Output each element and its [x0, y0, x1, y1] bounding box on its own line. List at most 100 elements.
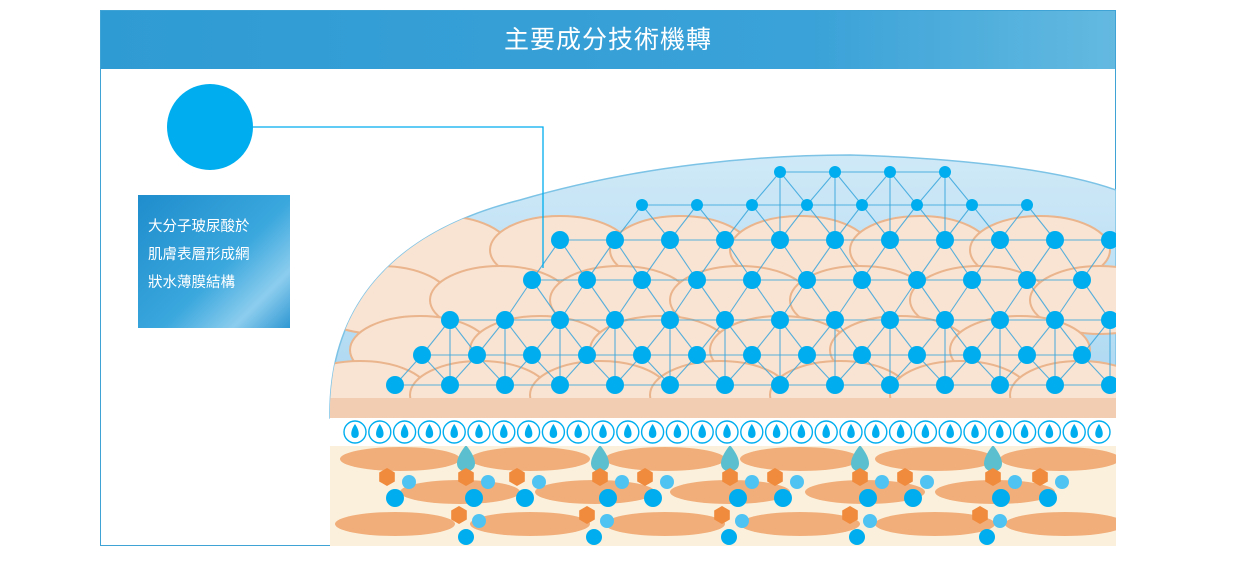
skin-cell: [670, 480, 790, 504]
molecule-bubble: [472, 514, 486, 528]
hexagon-molecule-icon: [767, 468, 783, 486]
hexagon-molecule-icon: [985, 468, 1001, 486]
hyaluronic-acid-node: [936, 376, 954, 394]
hyaluronic-acid-molecule-icon: [167, 84, 253, 170]
skin-cell: [605, 447, 725, 471]
water-droplet-icon: [640, 420, 665, 444]
water-droplet-icon: [1087, 420, 1111, 444]
title-bar: 主要成分技術機轉: [101, 11, 1115, 69]
molecule-bubble: [863, 514, 877, 528]
water-droplet-icon: [467, 420, 491, 444]
hyaluronic-acid-node: [826, 231, 844, 249]
epidermis-cell: [1029, 265, 1116, 335]
skin-cells: [335, 445, 1116, 545]
water-droplet-icon: [516, 420, 541, 444]
water-droplet-icon: [888, 420, 913, 444]
molecule-bubble: [993, 514, 1007, 528]
hyaluronic-acid-node: [551, 376, 569, 394]
hexagon-molecule-icon: [637, 468, 653, 486]
callout-line-3: 狀水薄膜結構: [148, 275, 235, 291]
water-droplet-icon: [591, 420, 615, 444]
hyaluronic-acid-node: [908, 346, 926, 364]
hyaluronic-acid-node: [746, 199, 758, 211]
hyaluronic-acid-node: [771, 376, 789, 394]
hyaluronic-acid-node: [881, 311, 899, 329]
hyaluronic-acid-node: [798, 346, 816, 364]
water-droplet-icon: [814, 420, 838, 444]
water-droplet-icon: [368, 420, 392, 444]
hyaluronic-acid-node: [413, 346, 431, 364]
water-droplet-icon: [963, 420, 987, 444]
hexagon-molecule-icon: [842, 506, 858, 524]
skin-cell: [535, 480, 655, 504]
hyaluronic-acid-node: [688, 346, 706, 364]
hyaluronic-acid-node: [578, 271, 596, 289]
skin-cell: [875, 512, 995, 536]
skin-cell: [400, 480, 520, 504]
mesh-link: [751, 171, 781, 206]
water-droplet-icon: [789, 420, 814, 444]
hyaluronic-acid-node: [551, 311, 569, 329]
molecule-bubble: [615, 475, 629, 489]
hyaluronic-acid-node: [523, 346, 541, 364]
hyaluronic-acid-node: [991, 376, 1009, 394]
hyaluronic-acid-node: [633, 271, 651, 289]
hyaluronic-acid-node: [798, 271, 816, 289]
molecule-bubble: [600, 514, 614, 528]
hyaluronic-acid-node: [939, 166, 951, 178]
molecule-bubble: [859, 489, 877, 507]
mesh-link: [861, 171, 891, 206]
water-droplet-icon: [839, 420, 863, 444]
hyaluronic-acid-node: [688, 271, 706, 289]
molecule-bubble: [904, 489, 922, 507]
skin-cell: [470, 512, 590, 536]
molecule-bubble: [586, 529, 602, 545]
hexagon-molecule-icon: [1032, 468, 1048, 486]
hyaluronic-acid-node: [1018, 346, 1036, 364]
molecule-bubble: [386, 489, 404, 507]
hyaluronic-acid-node: [1018, 271, 1036, 289]
hyaluronic-acid-node: [716, 376, 734, 394]
water-droplet-icon: [442, 420, 466, 444]
water-droplet-icon: [457, 445, 475, 472]
water-droplet-icon: [984, 445, 1002, 472]
molecule-bubble: [644, 489, 662, 507]
skin-cell: [1005, 512, 1116, 536]
water-droplet-icon: [492, 420, 516, 444]
hyaluronic-acid-node: [881, 376, 899, 394]
hyaluronic-acid-node: [1101, 311, 1116, 329]
molecule-bubble: [849, 529, 865, 545]
epidermis-base: [330, 398, 1116, 418]
hyaluronic-acid-node: [661, 311, 679, 329]
water-droplet-icon: [715, 420, 739, 444]
skin-cell: [740, 512, 860, 536]
callout-line-2: 肌膚表層形成網: [148, 247, 250, 263]
hyaluronic-mesh: [386, 166, 1116, 394]
molecule-bubble: [1008, 475, 1022, 489]
water-droplet-icon: [541, 420, 566, 444]
callout-box: 大分子玻尿酸於 肌膚表層形成網 狀水薄膜結構: [138, 195, 290, 328]
diagram-title: 主要成分技術機轉: [503, 25, 712, 54]
hyaluronic-acid-node: [908, 271, 926, 289]
hyaluronic-acid-node: [829, 166, 841, 178]
skin-cell: [470, 447, 590, 471]
molecule-bubble: [458, 529, 474, 545]
hyaluronic-acid-node: [716, 311, 734, 329]
hexagon-molecule-icon: [852, 468, 868, 486]
epidermis-pillows: [329, 215, 1116, 418]
mesh-link: [779, 171, 808, 206]
molecule-bubble: [660, 475, 674, 489]
hyaluronic-acid-node: [936, 311, 954, 329]
water-droplet-icon: [616, 420, 640, 444]
molecule-bubble: [992, 489, 1010, 507]
hyaluronic-acid-node: [991, 231, 1009, 249]
skin-cell: [335, 512, 455, 536]
molecule-bubble: [774, 489, 792, 507]
water-droplet-icon: [740, 420, 764, 444]
water-droplet-icon: [1012, 420, 1037, 444]
hyaluronic-acid-node: [691, 199, 703, 211]
water-droplet-icon: [938, 420, 962, 444]
molecule-bubble: [1039, 489, 1057, 507]
hyaluronic-acid-node: [606, 311, 624, 329]
